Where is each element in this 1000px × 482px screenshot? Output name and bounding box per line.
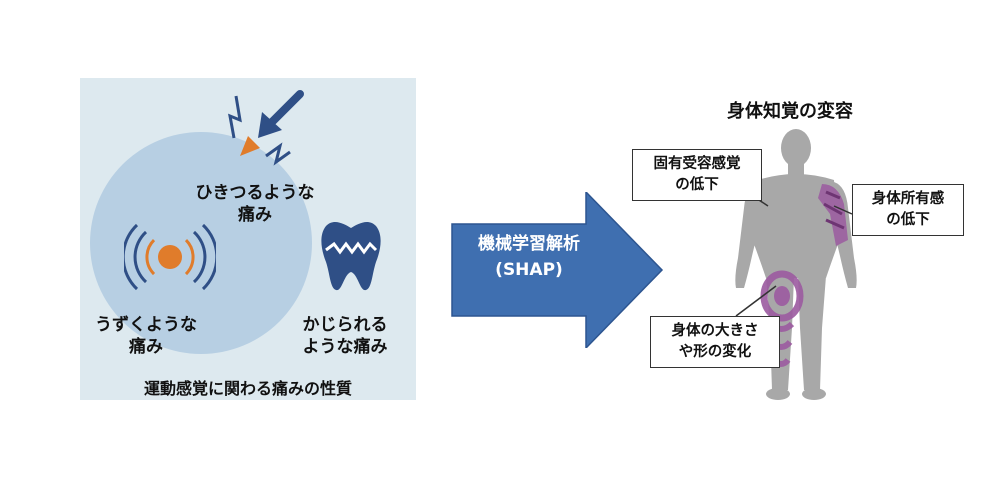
callout-body-ownership: 身体所有感 の低下 bbox=[852, 184, 964, 236]
pain-label-kajirareru: かじられる ような痛み bbox=[280, 314, 410, 358]
pain-label-uzuku-line1: うずくような bbox=[95, 315, 197, 335]
lightning-arrow-icon bbox=[228, 90, 304, 166]
callout-body-shape-line1: 身体の大きさ bbox=[671, 323, 759, 339]
callout-proprioception-line1: 固有受容感覚 bbox=[653, 156, 741, 172]
human-body-figure bbox=[735, 129, 857, 400]
callout-proprioception-line2: の低下 bbox=[675, 177, 719, 193]
callout-body-ownership-line2: の低下 bbox=[886, 212, 930, 228]
arrow-label-ml: 機械学習解析 bbox=[478, 234, 580, 254]
pain-label-hikitsuru: ひきつるような 痛み bbox=[170, 182, 340, 226]
pain-label-uzuku: うずくような 痛み bbox=[86, 314, 206, 358]
cracked-tooth-icon bbox=[321, 222, 381, 291]
callout-body-ownership-line1: 身体所有感 bbox=[871, 191, 945, 207]
radiating-pulse-icon bbox=[124, 223, 216, 291]
panel-title: 運動感覚に関わる痛みの性質 bbox=[143, 379, 352, 398]
pain-label-hikitsuru-line2: 痛み bbox=[238, 205, 272, 225]
pain-label-hikitsuru-line1: ひきつるような bbox=[195, 183, 315, 203]
right-title: 身体知覚の変容 bbox=[727, 101, 853, 122]
arrow-label-shap: (SHAP) bbox=[495, 260, 563, 280]
analysis-arrow bbox=[451, 192, 664, 348]
callout-body-shape: 身体の大きさ や形の変化 bbox=[650, 316, 780, 368]
pain-label-kajirareru-line2: ような痛み bbox=[302, 337, 388, 357]
pain-label-uzuku-line2: 痛み bbox=[129, 337, 163, 357]
callout-body-shape-line2: や形の変化 bbox=[678, 344, 752, 360]
pain-label-kajirareru-line1: かじられる bbox=[302, 315, 388, 335]
callout-proprioception: 固有受容感覚 の低下 bbox=[632, 149, 762, 201]
